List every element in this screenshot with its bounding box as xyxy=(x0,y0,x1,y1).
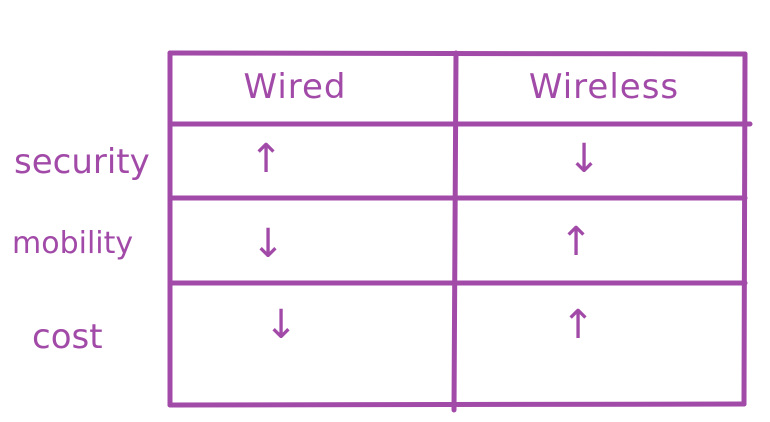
row-labels: security mobility cost xyxy=(12,142,150,357)
column-headers: Wired Wireless xyxy=(243,67,679,107)
row-label-mobility: mobility xyxy=(12,226,133,261)
table-border-right xyxy=(741,51,748,407)
cell-mobility-wireless-up-arrow-icon: ↑ xyxy=(559,219,593,265)
cell-values: ↑ ↓ ↓ ↑ ↓ ↑ xyxy=(249,136,601,348)
cell-security-wireless-down-arrow-icon: ↓ xyxy=(567,136,601,182)
table-border-bottom xyxy=(167,401,747,408)
row-label-security: security xyxy=(14,142,150,182)
cell-cost-wireless-up-arrow-icon: ↑ xyxy=(561,302,595,348)
column-header-wireless: Wireless xyxy=(529,67,679,107)
column-header-wired: Wired xyxy=(243,67,346,107)
cell-cost-wired-down-arrow-icon: ↓ xyxy=(264,302,298,348)
cell-mobility-wired-down-arrow-icon: ↓ xyxy=(251,221,285,267)
row-label-cost: cost xyxy=(32,317,103,357)
table-grid xyxy=(167,50,753,413)
cell-security-wired-up-arrow-icon: ↑ xyxy=(249,136,283,182)
column-divider xyxy=(451,50,459,413)
